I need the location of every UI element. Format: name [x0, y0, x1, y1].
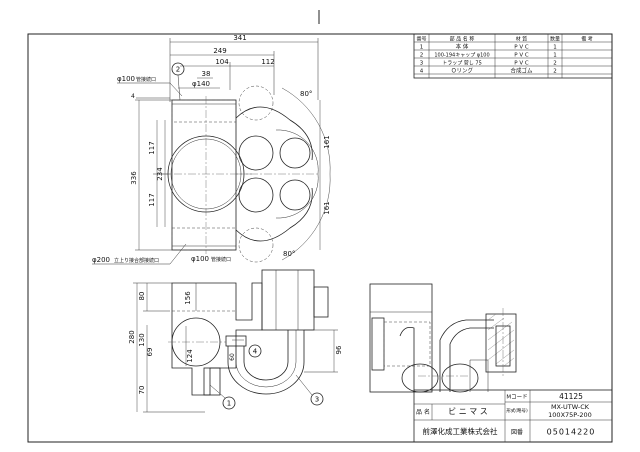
- table-cell: 2: [553, 61, 557, 67]
- dim-156: 156: [184, 291, 192, 305]
- company-name: 前澤化成工業株式会社: [423, 426, 498, 436]
- name-label: 品 名: [416, 408, 430, 416]
- drawing-no-label: 図番: [511, 429, 523, 436]
- table-cell: 1: [553, 45, 557, 51]
- plan-view: 341 249 104 112 38 φ140 φ100 管接続口 4 336 …: [92, 34, 331, 265]
- table-cell: 2: [420, 53, 424, 59]
- dim-130: 130: [138, 333, 146, 346]
- callout-4: [248, 344, 262, 358]
- table-cell: 2: [553, 69, 557, 75]
- table-cell: 合成ゴム: [510, 67, 533, 75]
- dim-phi100-top: φ100: [117, 75, 135, 83]
- code-value: 41125: [559, 392, 583, 401]
- dim-phi100-side: φ100: [191, 255, 209, 263]
- dim-234: 234: [156, 167, 164, 181]
- callout-2-label: 2: [176, 66, 180, 74]
- note-pipe-connection-side: 管接続口: [211, 256, 231, 263]
- dim-161-upper: 161: [323, 135, 331, 148]
- table-cell: 100-194キャップ φ100: [434, 53, 489, 59]
- dim-80: 80: [138, 292, 146, 301]
- table-header-name: 部 品 名 称: [450, 36, 475, 43]
- callout-4-label: 4: [253, 348, 258, 356]
- dim-69: 69: [146, 348, 154, 357]
- table-cell: Ｏリング: [451, 67, 474, 75]
- table-header-no: 番号: [416, 36, 426, 43]
- callout-3-label: 3: [315, 396, 319, 404]
- dim-38: 38: [202, 70, 211, 78]
- dim-60: 60: [229, 353, 236, 361]
- dim-80deg-bottom: 80°: [283, 250, 295, 258]
- table-header-material: 材 質: [516, 36, 528, 43]
- dim-96: 96: [335, 345, 343, 354]
- callout-1-label: 1: [227, 400, 231, 408]
- model-value-2: 100X75P-200: [548, 411, 592, 419]
- note-riser-joint: 立上り接合部接続口: [114, 257, 159, 264]
- side-elevation: [369, 283, 517, 393]
- dim-249: 249: [213, 47, 226, 55]
- table-header-qty: 数量: [550, 36, 560, 43]
- drawing-frame: [27, 33, 613, 443]
- product-name: ビ ニ マ ス: [448, 407, 488, 416]
- table-cell: 1: [553, 53, 557, 59]
- title-block: Mコード 41125 品 名 ビ ニ マ ス 形式(略号) MX-UTW-CK …: [413, 389, 613, 443]
- dim-112: 112: [261, 58, 274, 66]
- callout-1: [222, 396, 236, 410]
- dim-70: 70: [138, 386, 146, 395]
- dim-104: 104: [215, 58, 229, 66]
- dim-280: 280: [128, 330, 136, 343]
- table-cell: トラップ 菅し 75: [442, 60, 482, 67]
- table-cell: 本 体: [456, 43, 469, 51]
- table-cell: 4: [420, 69, 424, 75]
- table-cell: P V C: [514, 53, 529, 59]
- model-label: 形式(略号): [506, 407, 528, 414]
- model-value-1: MX-UTW-CK: [551, 403, 590, 411]
- dim-phi200: φ200: [92, 256, 110, 264]
- table-cell: P V C: [514, 61, 529, 67]
- callout-3: [310, 392, 324, 406]
- dim-336: 336: [130, 171, 138, 185]
- drawing-number: 05014220: [547, 428, 596, 437]
- table-header-note: 備 考: [581, 36, 593, 43]
- dim-4: 4: [131, 93, 135, 100]
- table-cell: 1: [420, 45, 424, 51]
- note-pipe-connection-top: 管接続口: [136, 76, 156, 83]
- dim-341: 341: [233, 34, 246, 42]
- table-cell: P V C: [514, 45, 529, 51]
- front-elevation: 280 80 130 69 70 156 124 60 96 1: [128, 269, 343, 413]
- dim-117-upper: 117: [148, 141, 156, 154]
- dim-117-lower: 117: [148, 193, 156, 206]
- code-label: Mコード: [506, 394, 527, 401]
- dim-124: 124: [186, 349, 194, 363]
- parts-table: 番号 部 品 名 称 材 質 数量 備 考 1 本 体 P V C 1 2 10…: [413, 33, 613, 79]
- dim-phi140: φ140: [192, 80, 210, 88]
- table-cell: 3: [420, 61, 424, 67]
- dim-161-lower: 161: [323, 201, 331, 214]
- dim-80deg-top: 80°: [300, 90, 312, 98]
